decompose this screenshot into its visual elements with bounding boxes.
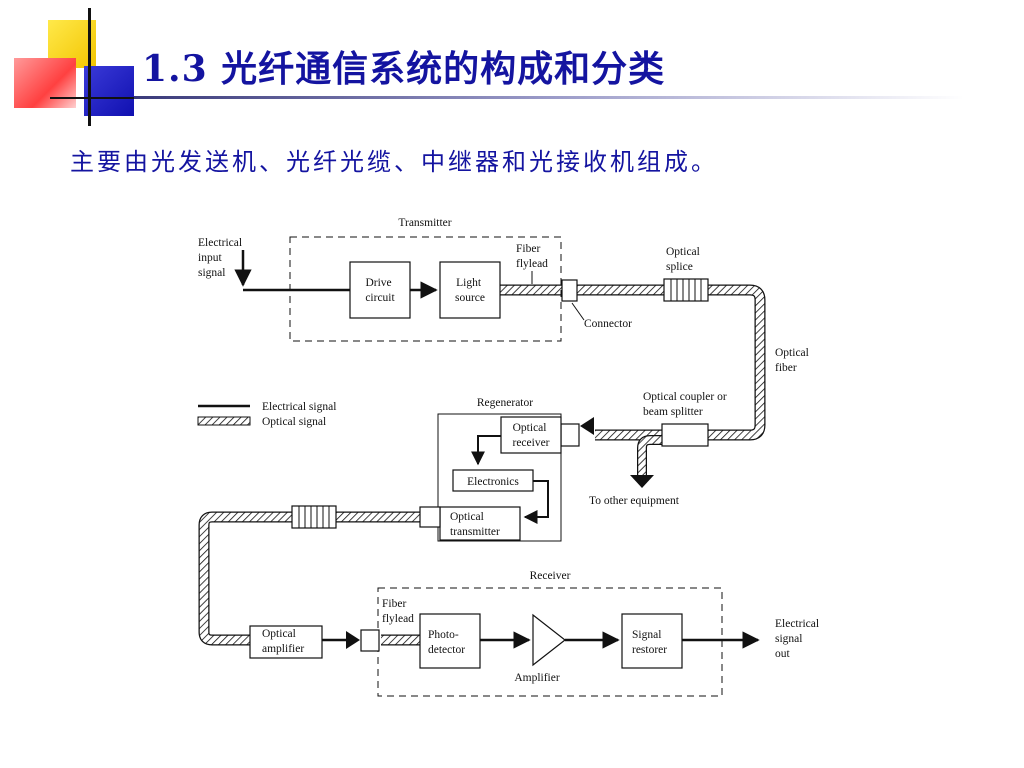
regenerator-input-arrow bbox=[580, 417, 594, 435]
optical-receiver-label: Optical receiver bbox=[512, 422, 549, 449]
regenerator-output-connector bbox=[419, 506, 441, 528]
amplifier-label: Amplifier bbox=[514, 672, 560, 684]
receiver-connector bbox=[360, 629, 380, 652]
electrical-input-label: Electrical input signal bbox=[198, 237, 245, 279]
regenerator-input-connector bbox=[560, 423, 580, 447]
connector-pointer bbox=[571, 302, 585, 321]
optical-splice-bottom bbox=[291, 505, 337, 529]
transmitter-title: Transmitter bbox=[398, 217, 451, 229]
electronics-label: Electronics bbox=[467, 476, 519, 488]
title-underline bbox=[134, 96, 964, 99]
light-source-label: Light source bbox=[455, 277, 485, 304]
logo-horizontal-line bbox=[50, 97, 140, 99]
receiver-title: Receiver bbox=[530, 570, 571, 582]
fiber-flylead-bottom-label: Fiber flylead bbox=[382, 598, 414, 625]
optical-fiber-paths bbox=[198, 284, 766, 646]
optical-receiver-box bbox=[500, 416, 562, 454]
signal-restorer-box bbox=[621, 613, 683, 669]
coupler-label: Optical coupler or beam splitter bbox=[643, 391, 730, 418]
legend: Electrical signal Optical signal bbox=[197, 401, 336, 428]
fiber-flylead-top-label: Fiber flylead bbox=[516, 243, 548, 270]
optical-amplifier-box bbox=[249, 625, 323, 659]
light-source-box bbox=[439, 261, 501, 319]
connector-label: Connector bbox=[584, 318, 632, 330]
coupler-box bbox=[661, 423, 709, 447]
drive-circuit-box bbox=[349, 261, 411, 319]
legend-optical-label: Optical signal bbox=[262, 416, 326, 428]
photodetector-box bbox=[419, 613, 481, 669]
electrical-output-label: Electrical signal out bbox=[775, 618, 822, 660]
receiver-boundary bbox=[377, 587, 723, 697]
optical-fiber-label: Optical fiber bbox=[775, 347, 812, 374]
signal-restorer-label: Signal restorer bbox=[632, 629, 667, 656]
receiver-to-electronics-arrow bbox=[471, 435, 501, 466]
logo-red-square bbox=[14, 58, 76, 108]
other-equipment-arrow bbox=[630, 475, 654, 488]
optical-transmitter-box bbox=[439, 506, 521, 541]
slide-title: 1.3 光纤通信系统的构成和分类 bbox=[142, 48, 666, 90]
logo-vertical-line bbox=[88, 8, 91, 126]
optical-splice-label: Optical splice bbox=[666, 246, 703, 273]
legend-electrical-label: Electrical signal bbox=[262, 401, 336, 413]
optical-amplifier-label: Optical amplifier bbox=[262, 628, 304, 655]
slide-logo bbox=[0, 0, 140, 130]
legend-optical-swatch bbox=[197, 416, 251, 426]
connector-box bbox=[561, 279, 578, 302]
logo-blue-square bbox=[84, 66, 134, 116]
electronics-to-transmitter-arrow bbox=[523, 480, 549, 524]
photodetector-label: Photo- detector bbox=[428, 629, 465, 656]
optical-splice-top bbox=[663, 278, 709, 302]
amplifier-triangle bbox=[532, 613, 566, 667]
slide-subtitle: 主要由光发送机、光纤光缆、中继器和光接收机组成。 bbox=[70, 148, 718, 176]
drive-circuit-label: Drive circuit bbox=[365, 277, 395, 304]
other-equipment-label: To other equipment bbox=[589, 495, 680, 507]
regenerator-title: Regenerator bbox=[477, 397, 533, 409]
amplifier-output-arrow bbox=[346, 631, 360, 649]
optical-transmitter-label: Optical transmitter bbox=[450, 511, 500, 538]
